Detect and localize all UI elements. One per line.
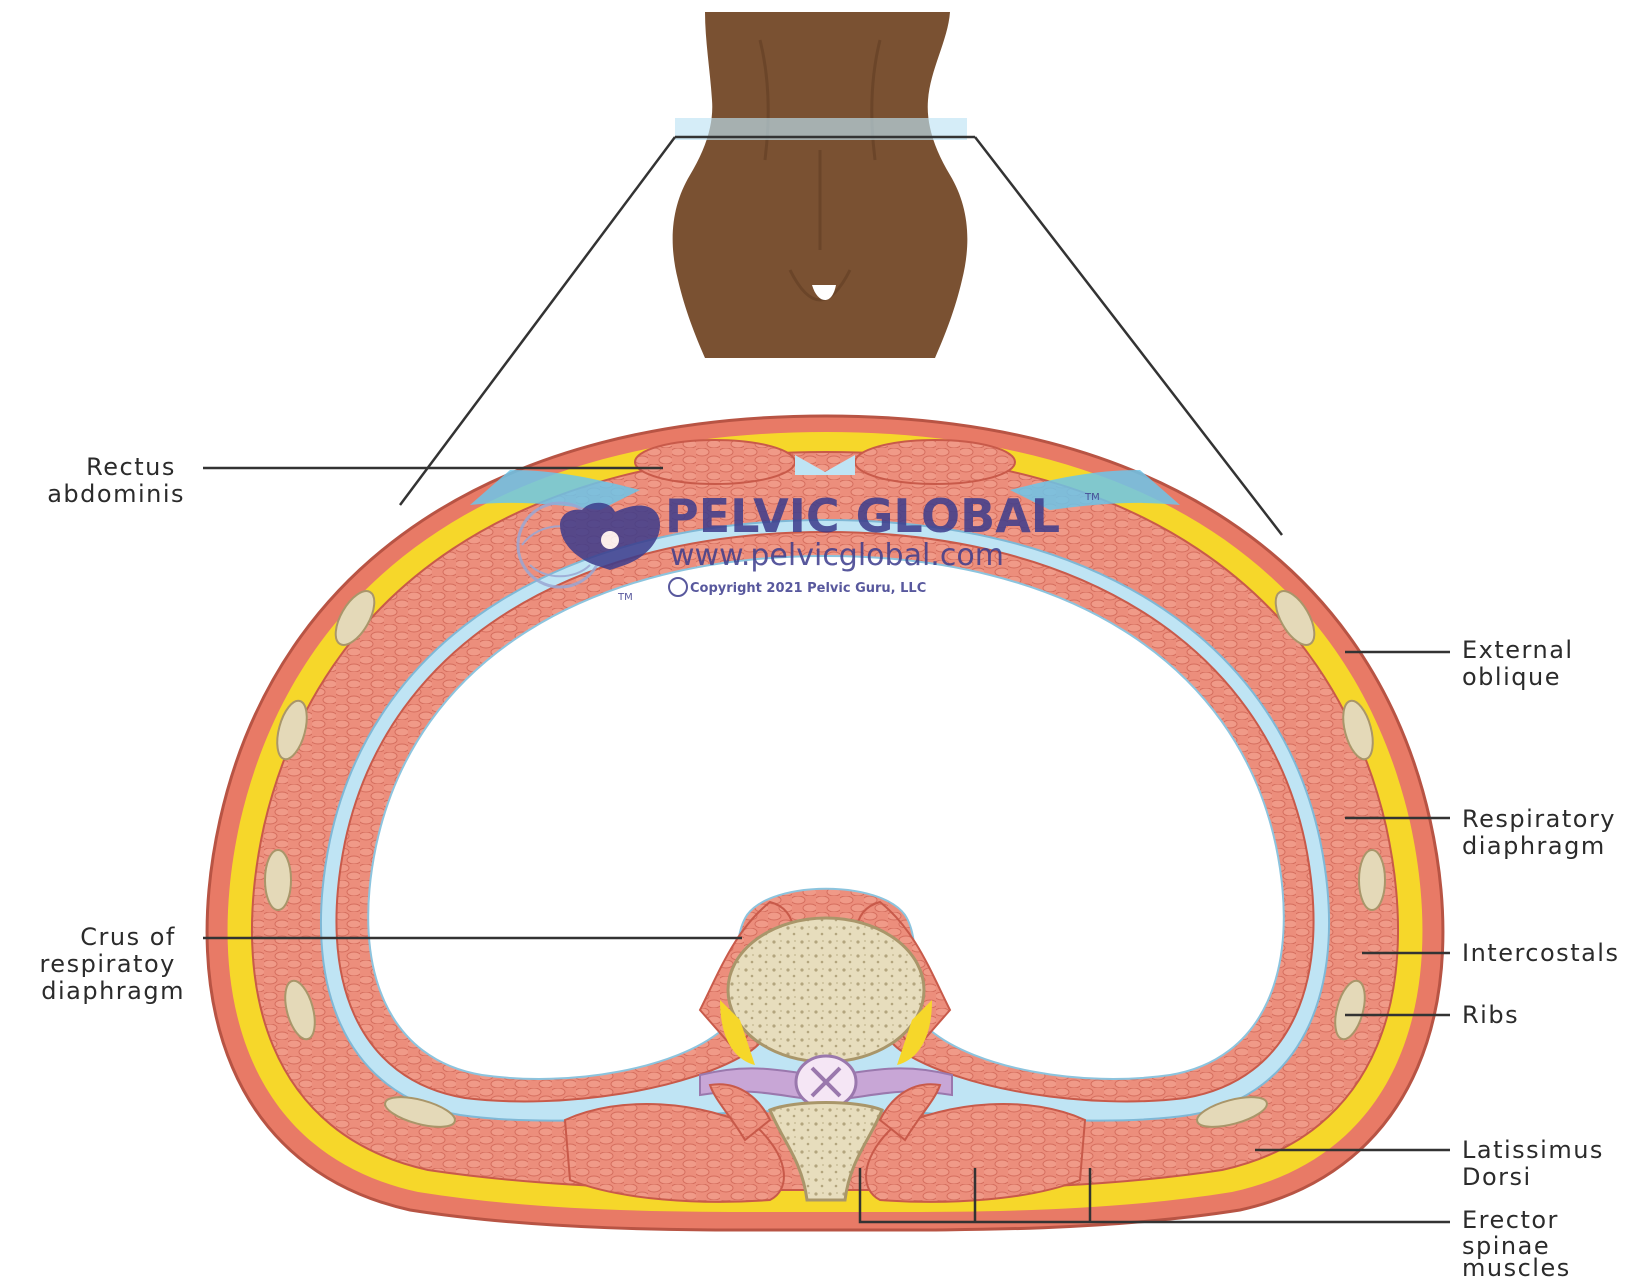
label-intercostals: Intercostals [1462,939,1619,967]
label-line: Rectus [86,453,176,481]
rectus-right [855,440,1015,484]
label-line: diaphragm [1462,832,1606,860]
label-line: oblique [1462,663,1561,691]
label-line: Respiratory [1462,805,1616,833]
label-line: Dorsi [1462,1163,1532,1191]
watermark-title: PELVIC GLOBAL [665,489,1060,543]
label-line: Crus of [80,923,176,951]
watermark-url: www.pelvicglobal.com [670,538,1004,573]
vertebral-body [728,918,924,1062]
label-line: Erector [1462,1206,1559,1234]
label-line: Latissimus [1462,1136,1604,1164]
watermark-tm-logo: TM [617,592,633,603]
label-ribs: Ribs [1462,1001,1519,1029]
label-line: respiratoy [39,950,175,978]
label-line: External [1462,636,1574,664]
watermark-tm: TM [1084,492,1100,503]
label-line: abdominis [47,480,185,508]
label-respiratory-diaphragm: Respiratory diaphragm [1462,805,1625,860]
rib [265,850,291,910]
label-latissimus-dorsi: Latissimus Dorsi [1462,1136,1613,1191]
label-line: diaphragm [41,977,185,1005]
label-rectus-abdominis: Rectus abdominis [47,453,185,508]
watermark-copyright: Copyright 2021 Pelvic Guru, LLC [690,581,926,596]
rib [1359,850,1385,910]
label-erector-spinae: Erector spinae muscles [1462,1206,1571,1278]
rectus-left [635,440,795,484]
label-external-oblique: External oblique [1462,636,1583,691]
label-crus-of-respiratory-diaphragm: Crus of respiratoy diaphragm [39,923,185,1005]
torso-figure [673,12,968,358]
label-line: muscles [1462,1254,1571,1278]
